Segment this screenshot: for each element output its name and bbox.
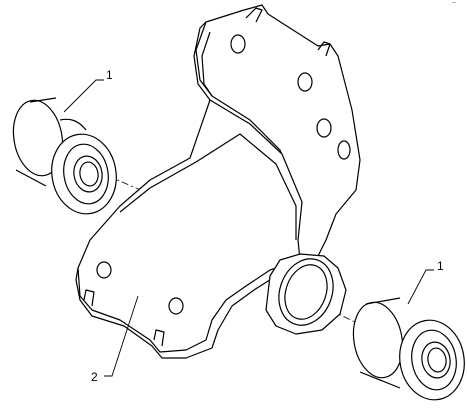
- callout-bracket: 2: [91, 370, 98, 384]
- leader-lines: [63, 79, 434, 377]
- callout-bushing-left: 1: [106, 68, 113, 82]
- bracket: [75, 4, 361, 359]
- bushing-right: [352, 297, 465, 401]
- callout-bushing-right: 1: [437, 259, 444, 273]
- leader-line-bushing-left: [63, 79, 104, 113]
- bushing-left: [12, 97, 117, 215]
- leader-line-bushing-right: [407, 269, 434, 305]
- corner-mark: ~: [452, 0, 457, 7]
- leader-line-bracket: [104, 295, 139, 377]
